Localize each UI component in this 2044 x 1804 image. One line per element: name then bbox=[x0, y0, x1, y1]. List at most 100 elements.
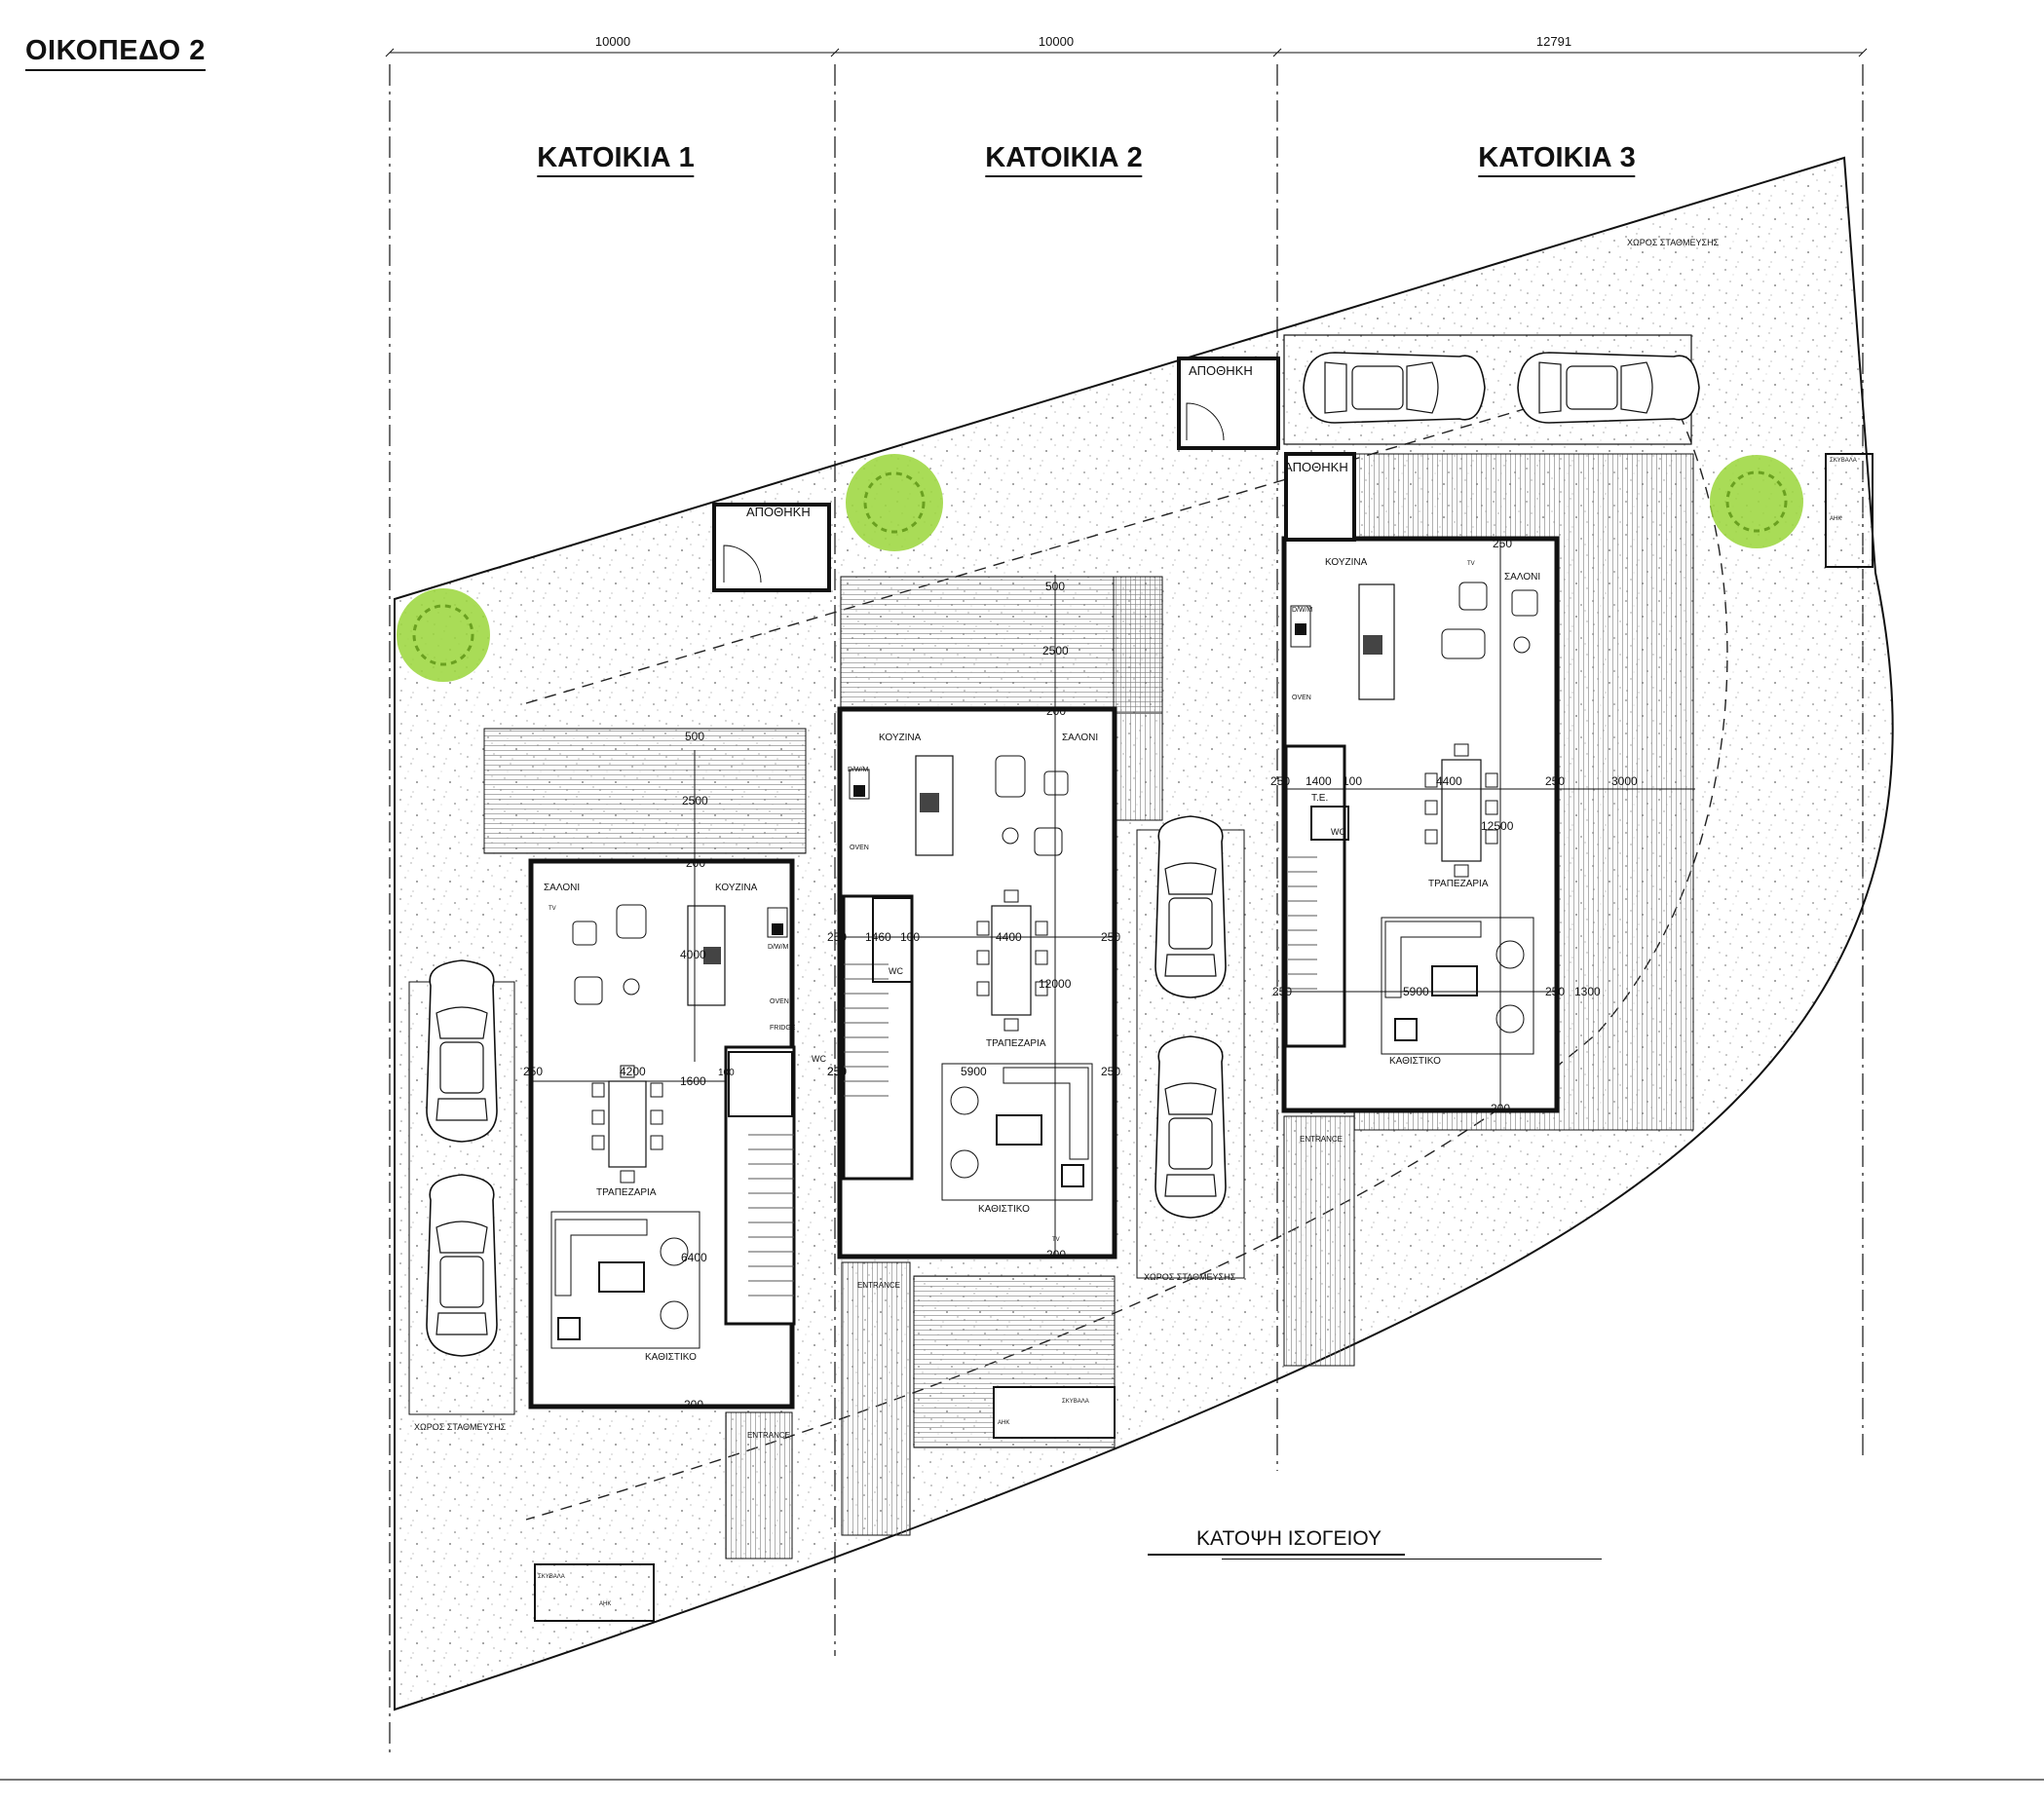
car-layer bbox=[426, 352, 1700, 1357]
h2-living-label: ΣΑΛΟΝΙ bbox=[1062, 733, 1098, 743]
dim-top-2: 10000 bbox=[1039, 34, 1074, 49]
sheet-title-rule bbox=[1222, 1559, 1602, 1560]
house-3-kitchen-island bbox=[1358, 583, 1395, 700]
house-3-wc bbox=[1310, 806, 1349, 841]
h3-bins-label: ΣΚΥΒΑΛΑ bbox=[1830, 458, 1857, 464]
h2-dim-500: 500 bbox=[1045, 580, 1065, 593]
house-2-wc bbox=[872, 897, 913, 983]
h3-entrance-label: ENTRANCE bbox=[1300, 1135, 1343, 1144]
h1-entrance-label: ENTRANCE bbox=[747, 1431, 790, 1440]
car-icon bbox=[426, 1174, 498, 1357]
car-icon bbox=[426, 959, 498, 1143]
h3-meter-label: ΑΗΚ bbox=[1830, 516, 1841, 522]
h3-kitchen-label: ΚΟΥΖΙΝΑ bbox=[1325, 557, 1368, 568]
h2-wc-label: WC bbox=[889, 966, 903, 976]
h2-dim-200a: 200 bbox=[1046, 704, 1066, 718]
h1-meter-label: ΑΗΚ bbox=[599, 1601, 611, 1607]
h3-dim-3000: 3000 bbox=[1611, 774, 1638, 788]
h3-dim-1400: 1400 bbox=[1306, 774, 1332, 788]
house-1 bbox=[408, 503, 831, 1622]
house-1-stair-core bbox=[724, 1045, 796, 1326]
house-1-title: ΚΑΤΟΙΚΙΑ 1 bbox=[537, 142, 695, 177]
h2-dim-5900: 5900 bbox=[961, 1065, 987, 1078]
h3-tv-label: TV bbox=[1467, 561, 1475, 567]
h1-dim-250b: 250 bbox=[827, 1065, 847, 1078]
h1-storage-label: ΑΠΟΘΗΚΗ bbox=[746, 505, 811, 519]
h1-dining-label: ΤΡΑΠΕΖΑΡΙΑ bbox=[596, 1187, 657, 1198]
h2-dim-250b: 250 bbox=[1101, 930, 1120, 944]
car-icon bbox=[1517, 352, 1700, 424]
h3-dim-1300: 1300 bbox=[1574, 985, 1601, 998]
h3-storage2-label: ΑΠΟΘΗΚΗ bbox=[1284, 460, 1348, 474]
house-3-entrance-path bbox=[1283, 1115, 1355, 1367]
h2-dim-100: 100 bbox=[900, 930, 920, 944]
h1-dim-2500: 2500 bbox=[682, 794, 708, 808]
car-icon bbox=[1303, 352, 1486, 424]
h2-dim-4400: 4400 bbox=[996, 930, 1022, 944]
h3-dwm-label: D/W/M bbox=[1292, 607, 1313, 614]
h2-tv-label: TV bbox=[1052, 1237, 1060, 1243]
h3-storage-label: ΑΠΟΘΗΚΗ bbox=[1189, 363, 1253, 378]
car-icon bbox=[1154, 815, 1227, 998]
house-2-stair-treads bbox=[844, 963, 889, 1097]
tree-icon bbox=[846, 454, 943, 551]
h3-dim-200b: 200 bbox=[1491, 1102, 1510, 1115]
house-1-wc bbox=[728, 1051, 793, 1117]
h1-kitchen-label: ΚΟΥΖΙΝΑ bbox=[715, 883, 758, 893]
h3-te-label: Τ.Ε. bbox=[1311, 793, 1328, 804]
house-3-bins bbox=[1825, 453, 1874, 568]
h3-wc-label: WC bbox=[1331, 827, 1345, 837]
house-1-bins bbox=[534, 1563, 655, 1622]
house-3-storage-1 bbox=[1177, 357, 1280, 450]
h1-bins-label: ΣΚΥΒΑΛΑ bbox=[538, 1574, 565, 1580]
h2-dining-label: ΤΡΑΠΕΖΑΡΙΑ bbox=[986, 1038, 1046, 1049]
house-3-stair-core bbox=[1284, 744, 1346, 1048]
h3-dim-250e: 250 bbox=[1545, 985, 1565, 998]
h1-dwm-label: D/W/M bbox=[768, 944, 789, 951]
h3-sitting-label: ΚΑΘΙΣΤΙΚΟ bbox=[1389, 1056, 1441, 1067]
frame-bottom-rule bbox=[0, 1779, 2044, 1781]
house-3-title: ΚΑΤΟΙΚΙΑ 3 bbox=[1478, 142, 1636, 177]
h2-parking-label: ΧΩΡΟΣ ΣΤΑΘΜΕΥΣΗΣ bbox=[1144, 1272, 1236, 1282]
house-3-rug bbox=[1381, 917, 1534, 1055]
h2-dim-200b: 200 bbox=[1046, 1248, 1066, 1261]
h2-dim-250c: 250 bbox=[827, 1065, 847, 1078]
h2-entrance-label: ENTRANCE bbox=[857, 1281, 900, 1290]
house-1-storage bbox=[712, 503, 831, 592]
house-1-rug bbox=[550, 1211, 700, 1349]
house-2-kitchen-island bbox=[915, 755, 954, 856]
h1-dim-4200: 4200 bbox=[620, 1065, 646, 1078]
house-2-rug bbox=[941, 1063, 1093, 1201]
h3-dim-250c: 250 bbox=[1493, 537, 1512, 550]
dim-top-1: 10000 bbox=[595, 34, 630, 49]
h2-sitting-label: ΚΑΘΙΣΤΙΚΟ bbox=[978, 1204, 1030, 1215]
house-3-stair-treads bbox=[1288, 856, 1317, 990]
dim-top-3: 12791 bbox=[1536, 34, 1571, 49]
h1-dim-250a: 250 bbox=[523, 1065, 543, 1078]
top-dimension-line bbox=[385, 48, 1868, 57]
h1-dim-6400: 6400 bbox=[681, 1251, 707, 1264]
h2-dim-250d: 250 bbox=[1101, 1065, 1120, 1078]
h1-dim-1600: 1600 bbox=[680, 1074, 706, 1088]
h1-tv-label: TV bbox=[549, 906, 556, 912]
house-2-deck bbox=[840, 576, 1163, 714]
h3-living-label: ΣΑΛΟΝΙ bbox=[1504, 572, 1540, 583]
car-icon bbox=[1154, 1035, 1227, 1219]
house-3 bbox=[1177, 334, 1874, 1367]
house-1-stair-treads bbox=[748, 1134, 794, 1297]
h2-dim-250a: 250 bbox=[827, 930, 847, 944]
h2-meter-label: ΑΗΚ bbox=[998, 1420, 1009, 1426]
plot-title: ΟΙΚΟΠΕΔΟ 2 bbox=[25, 35, 206, 71]
h2-dwm-label: D/W/M bbox=[848, 767, 869, 773]
house-2 bbox=[837, 576, 1245, 1536]
h2-dim-1460: 1460 bbox=[865, 930, 891, 944]
h2-dim-2500: 2500 bbox=[1042, 644, 1069, 658]
h2-oven-label: OVEN bbox=[850, 845, 869, 851]
h3-dim-12500: 12500 bbox=[1481, 819, 1514, 833]
h3-dim-4400: 4400 bbox=[1436, 774, 1462, 788]
h2-bins-label: ΣΚΥΒΑΛΑ bbox=[1062, 1399, 1089, 1405]
h1-sitting-label: ΚΑΘΙΣΤΙΚΟ bbox=[645, 1352, 697, 1363]
h1-living-label: ΣΑΛΟΝΙ bbox=[544, 883, 580, 893]
h3-dim-100: 100 bbox=[1343, 774, 1362, 788]
